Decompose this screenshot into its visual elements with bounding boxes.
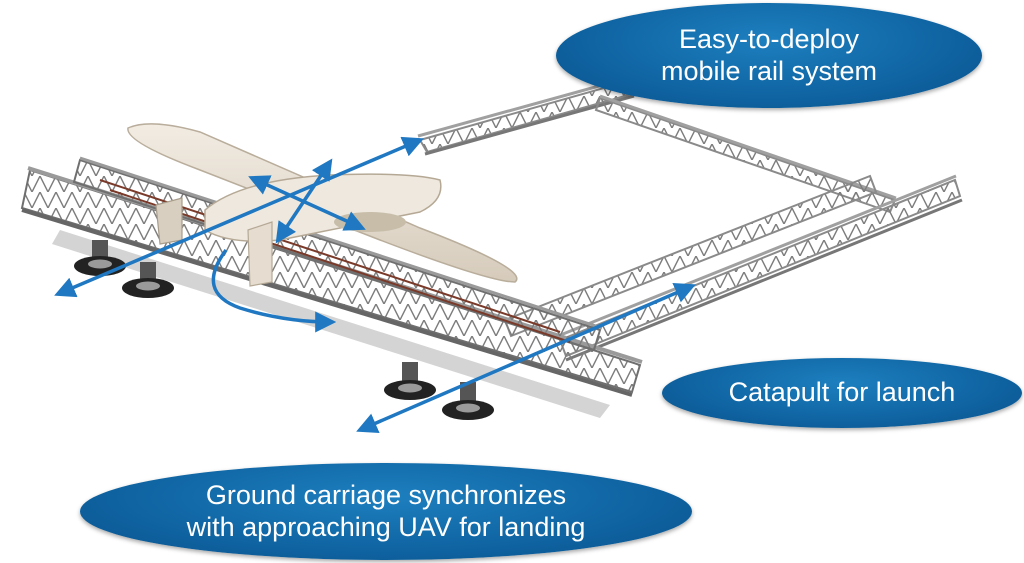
- callout-carriage-line-1: Ground carriage synchronizes: [205, 479, 567, 510]
- wheel: [384, 362, 436, 400]
- callout-rail-line-2: mobile rail system: [660, 55, 878, 86]
- motion-arrows: [54, 136, 696, 433]
- callout-catapult-label: Catapult for launch: [728, 377, 956, 408]
- rotation-arrow: [211, 248, 337, 333]
- carriage-travel-arrow: [356, 283, 696, 433]
- uav-travel-arrow: [54, 136, 424, 298]
- callout-ground-carriage: Ground carriage synchronizes with approa…: [80, 463, 692, 560]
- wheel: [442, 382, 494, 420]
- callout-rail-system: Easy-to-deploy mobile rail system: [556, 3, 982, 108]
- uav-lateral-arrow: [275, 158, 333, 244]
- callout-carriage-line-2: with approaching UAV for landing: [186, 511, 586, 542]
- callout-catapult: Catapult for launch: [662, 358, 1022, 428]
- callout-rail-line-1: Easy-to-deploy: [678, 23, 860, 54]
